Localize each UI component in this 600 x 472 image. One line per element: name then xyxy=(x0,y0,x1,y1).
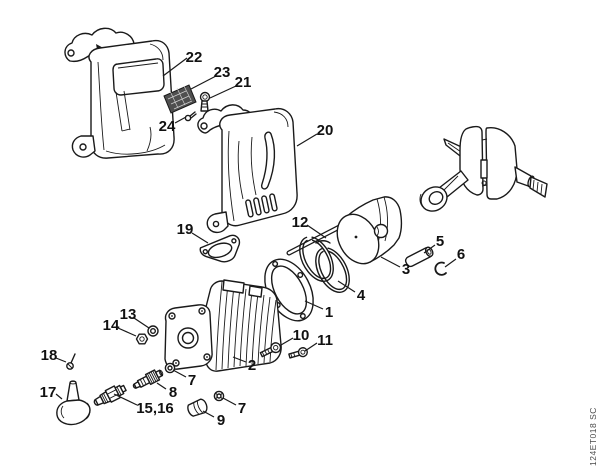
leader-lines xyxy=(56,58,456,417)
cooling-fins xyxy=(216,282,276,370)
part-spark-arrestor-screen xyxy=(164,85,196,113)
part-crankshaft-assembly xyxy=(416,127,547,216)
callout-24: 24 xyxy=(159,118,176,135)
callout-18: 18 xyxy=(41,347,58,364)
part-washer-7a xyxy=(165,363,174,372)
callout-13: 13 xyxy=(120,306,137,323)
callout-labels: 22 23 21 24 20 12 19 3 4 1 5 6 13 14 18 … xyxy=(40,49,466,429)
part-screw-11 xyxy=(288,347,308,361)
part-washer-13 xyxy=(148,326,158,336)
callout-2: 2 xyxy=(248,357,256,374)
part-washer-7b xyxy=(214,391,223,400)
callout-8: 8 xyxy=(169,384,177,401)
part-nut-14 xyxy=(137,334,148,344)
part-screw-21 xyxy=(201,93,210,112)
part-cylinder xyxy=(165,280,281,371)
part-piston xyxy=(329,197,401,271)
part-spark-plug xyxy=(92,382,128,409)
callout-4: 4 xyxy=(357,287,366,304)
callout-9: 9 xyxy=(217,412,225,429)
callout-15-16: 15,16 xyxy=(136,400,174,417)
part-spark-plug-boot xyxy=(57,381,90,424)
callout-19: 19 xyxy=(177,221,194,238)
callout-5: 5 xyxy=(436,233,444,250)
callout-11: 11 xyxy=(317,332,333,349)
part-muffler-gasket xyxy=(199,234,244,268)
callout-3: 3 xyxy=(402,261,410,278)
callout-14: 14 xyxy=(103,317,120,334)
callout-7b: 7 xyxy=(238,400,246,417)
callout-1: 1 xyxy=(325,304,333,321)
callout-17: 17 xyxy=(40,384,57,401)
part-screw-24 xyxy=(185,112,196,121)
part-piston-rings xyxy=(293,231,356,298)
callout-6: 6 xyxy=(457,246,465,263)
part-plug-9 xyxy=(186,398,209,419)
callout-10: 10 xyxy=(293,327,310,344)
part-screw-18 xyxy=(67,354,75,369)
diagram-code: 124ET018 SC xyxy=(588,407,598,466)
callout-21: 21 xyxy=(235,74,252,91)
callout-12: 12 xyxy=(292,214,309,231)
callout-7a: 7 xyxy=(188,372,196,389)
callout-23: 23 xyxy=(214,64,231,81)
part-muffler-shroud-upper xyxy=(65,28,174,158)
part-muffler-shroud-lower xyxy=(198,105,297,233)
callout-20: 20 xyxy=(317,122,334,139)
callout-22: 22 xyxy=(186,49,203,66)
part-screw-10 xyxy=(259,341,282,359)
part-circlip xyxy=(435,262,446,274)
vent-slots xyxy=(245,194,277,218)
part-decompression-valve xyxy=(131,367,165,391)
